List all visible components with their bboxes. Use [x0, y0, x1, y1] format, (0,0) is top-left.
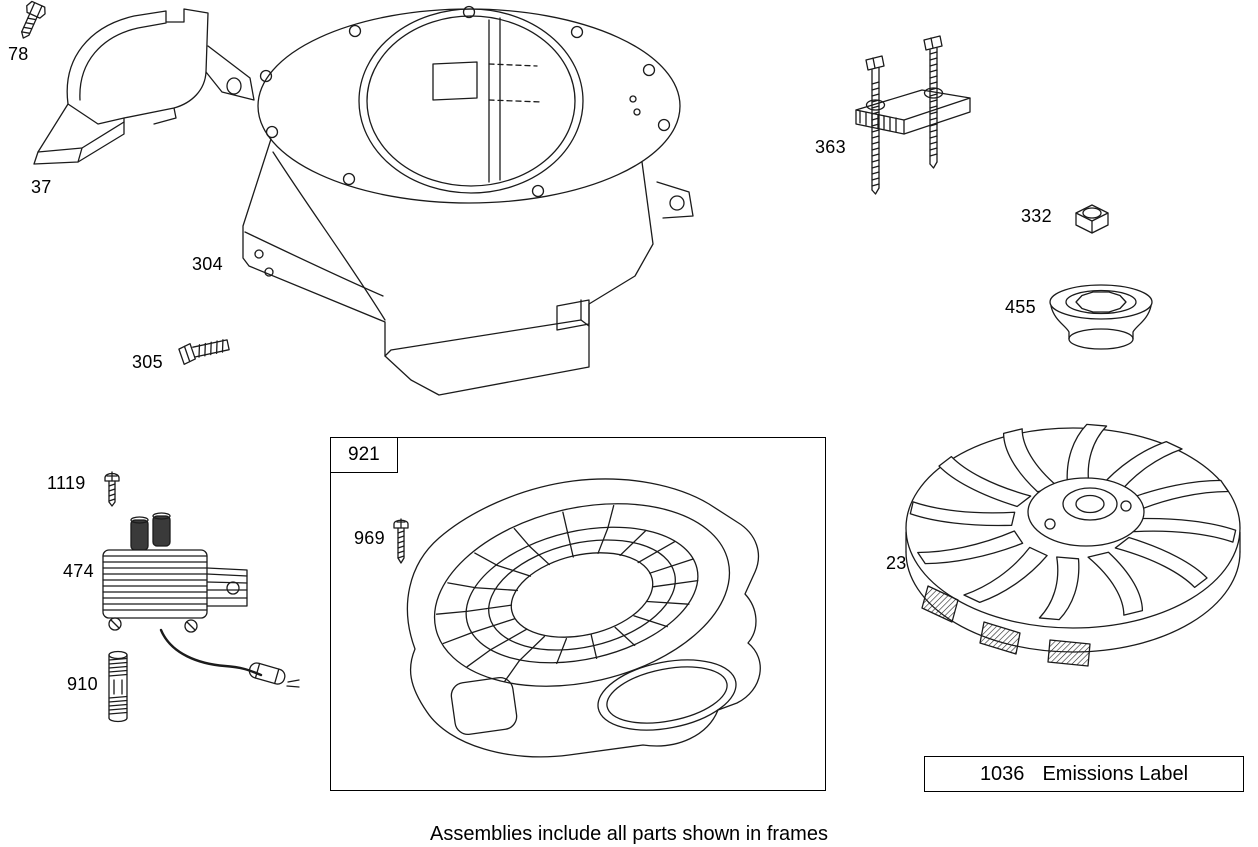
part-label-455: 455: [1005, 297, 1036, 317]
part-474-ignition-coil-icon: [95, 512, 305, 688]
part-label-910: 910: [67, 674, 98, 694]
part-969-screw-icon: [390, 518, 412, 568]
part-label-305: 305: [132, 352, 163, 372]
emissions-part-number: 1036: [979, 762, 1025, 785]
frame-number-tag: 921: [331, 438, 398, 473]
part-label-78: 78: [8, 44, 29, 64]
part-304-blower-housing-icon: [237, 4, 705, 402]
part-label-23: 23: [886, 553, 907, 573]
part-label-332: 332: [1021, 206, 1052, 226]
emissions-label-text: Emissions Label: [1042, 762, 1189, 785]
part-label-474: 474: [63, 561, 94, 581]
part-332-hex-nut-icon: [1070, 200, 1114, 240]
part-label-37: 37: [31, 177, 52, 197]
part-910-standoff-icon: [102, 648, 134, 726]
part-23-flywheel-icon: [900, 400, 1248, 680]
part-305-hex-bolt-icon: [178, 336, 236, 376]
part-label-304: 304: [192, 254, 223, 274]
part-1119-screw-icon: [101, 470, 123, 510]
emissions-label-box: 1036 Emissions Label: [924, 756, 1244, 792]
part-363-flywheel-puller-icon: [850, 32, 978, 196]
part-455-starter-cup-icon: [1046, 282, 1156, 360]
part-921-recoil-starter-cover-icon: [337, 444, 819, 784]
assemblies-note: Assemblies include all parts shown in fr…: [430, 823, 828, 845]
part-37-guard-bracket-icon: [26, 6, 244, 178]
part-label-1119: 1119: [47, 473, 86, 493]
assembly-frame-921: 921: [330, 437, 826, 791]
part-label-969: 969: [354, 528, 385, 548]
part-label-363: 363: [815, 137, 846, 157]
part-78-screw-icon: [16, 2, 56, 48]
